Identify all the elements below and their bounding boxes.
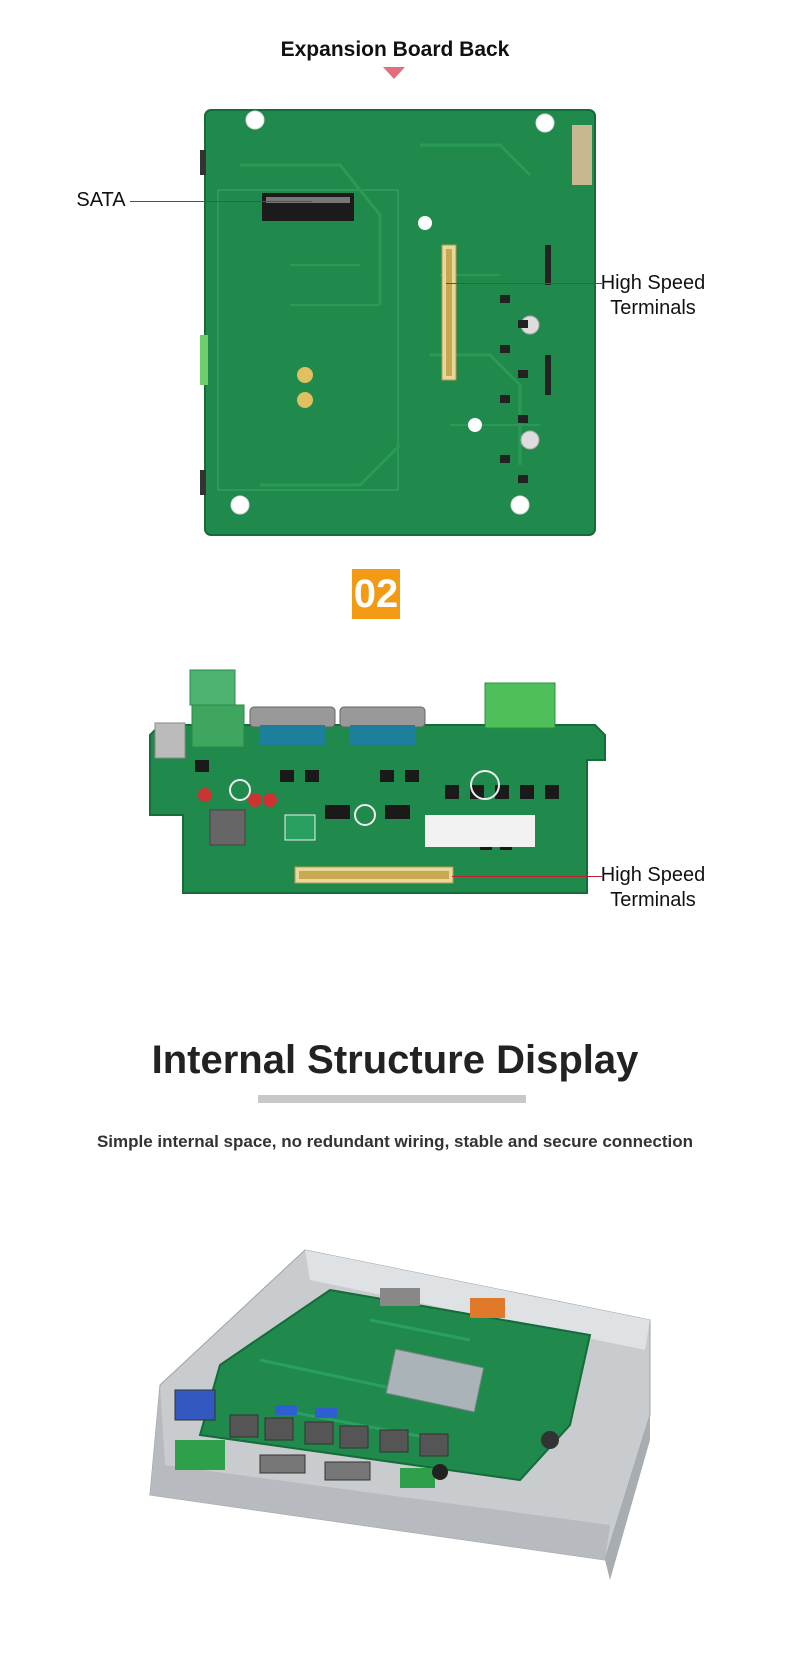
section-subtitle: Simple internal space, no redundant wiri… xyxy=(96,1132,694,1151)
internal-structure-photo xyxy=(149,1249,651,1580)
section-title-internal-structure: Internal Structure Display xyxy=(151,1038,639,1082)
section-number-badge: 02 xyxy=(352,569,400,619)
high-speed-label-2-line1: High Speed xyxy=(600,864,706,886)
high-speed-terminals-leader-line-2 xyxy=(452,876,602,877)
expansion-board-back-image xyxy=(200,109,596,536)
title-divider-bar xyxy=(258,1095,526,1103)
sata-leader-line xyxy=(130,201,312,202)
high-speed-terminals-leader-line xyxy=(446,283,602,284)
high-speed-terminals-label: High Speed Terminals xyxy=(596,271,710,321)
expansion-board-front-image xyxy=(149,669,606,894)
high-speed-label-2-line2: Terminals xyxy=(610,889,696,911)
high-speed-terminals-label-2: High Speed Terminals xyxy=(596,863,710,913)
high-speed-label-line2: Terminals xyxy=(610,297,696,319)
high-speed-label-line1: High Speed xyxy=(600,272,706,294)
section-title-expansion-board-back: Expansion Board Back xyxy=(280,38,510,61)
sata-label: SATA xyxy=(76,189,126,211)
down-triangle-icon xyxy=(383,67,405,79)
